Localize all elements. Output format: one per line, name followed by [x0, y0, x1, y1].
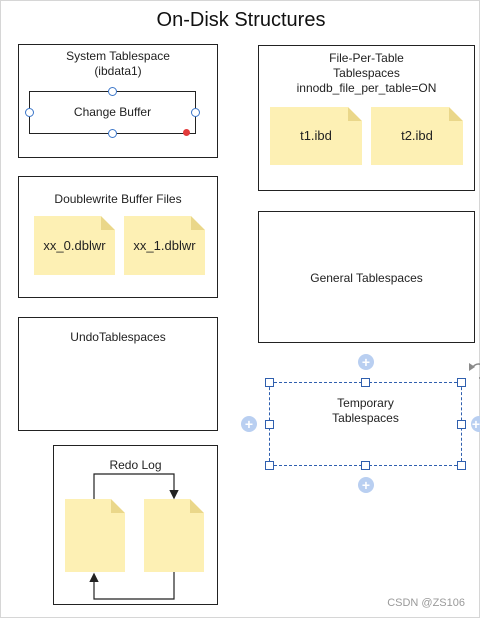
diagram-title: On-Disk Structures: [156, 9, 326, 31]
change-buffer-box[interactable]: [29, 91, 196, 134]
file-name: t2.ibd: [401, 128, 433, 143]
watermark: CSDN @ZS106: [387, 597, 465, 609]
undo-tablespaces-label: UndoTablespaces: [70, 330, 166, 344]
undo-tablespaces-box[interactable]: [18, 317, 218, 431]
rotate-icon[interactable]: [472, 363, 480, 379]
temporary-tablespaces-label: Temporary Tablespaces: [332, 396, 399, 425]
resize-handle-s[interactable]: [361, 461, 370, 470]
system-tablespace-label: System Tablespace (ibdata1): [66, 49, 170, 78]
general-tablespaces-box[interactable]: [258, 211, 475, 343]
change-buffer-label: Change Buffer: [73, 105, 152, 119]
resize-handle-n[interactable]: [361, 378, 370, 387]
add-right-button[interactable]: +: [471, 416, 480, 432]
resize-handle-e[interactable]: [457, 420, 466, 429]
add-left-button[interactable]: +: [241, 416, 257, 432]
file-name: t1.ibd: [300, 128, 332, 143]
redo-log-file-2[interactable]: [144, 499, 204, 572]
general-tablespaces-label: General Tablespaces: [310, 271, 423, 285]
file-t2-ibd[interactable]: t2.ibd: [371, 107, 463, 165]
resize-handle-ne[interactable]: [457, 378, 466, 387]
file-xx1-dblwr[interactable]: xx_1.dblwr: [124, 216, 205, 275]
connector-handle-bottom[interactable]: [108, 129, 117, 138]
redo-log-label: Redo Log: [109, 458, 162, 472]
connector-handle-right[interactable]: [191, 108, 200, 117]
resize-handle-se[interactable]: [457, 461, 466, 470]
rotate-icon-tip: [469, 363, 475, 371]
redo-log-file-1[interactable]: [65, 499, 125, 572]
connector-handle-left[interactable]: [25, 108, 34, 117]
file-name: xx_1.dblwr: [133, 238, 196, 253]
doublewrite-buffer-label: Doublewrite Buffer Files: [54, 192, 182, 206]
file-xx0-dblwr[interactable]: xx_0.dblwr: [34, 216, 115, 275]
resize-handle-nw[interactable]: [265, 378, 274, 387]
resize-handle-w[interactable]: [265, 420, 274, 429]
file-per-table-label: File-Per-Table Tablespaces innodb_file_p…: [296, 51, 437, 95]
file-name: xx_0.dblwr: [43, 238, 106, 253]
connector-endpoint-dot[interactable]: [183, 129, 190, 136]
add-below-button[interactable]: +: [358, 477, 374, 493]
connector-handle-top[interactable]: [108, 87, 117, 96]
add-above-button[interactable]: +: [358, 354, 374, 370]
resize-handle-sw[interactable]: [265, 461, 274, 470]
file-t1-ibd[interactable]: t1.ibd: [270, 107, 362, 165]
